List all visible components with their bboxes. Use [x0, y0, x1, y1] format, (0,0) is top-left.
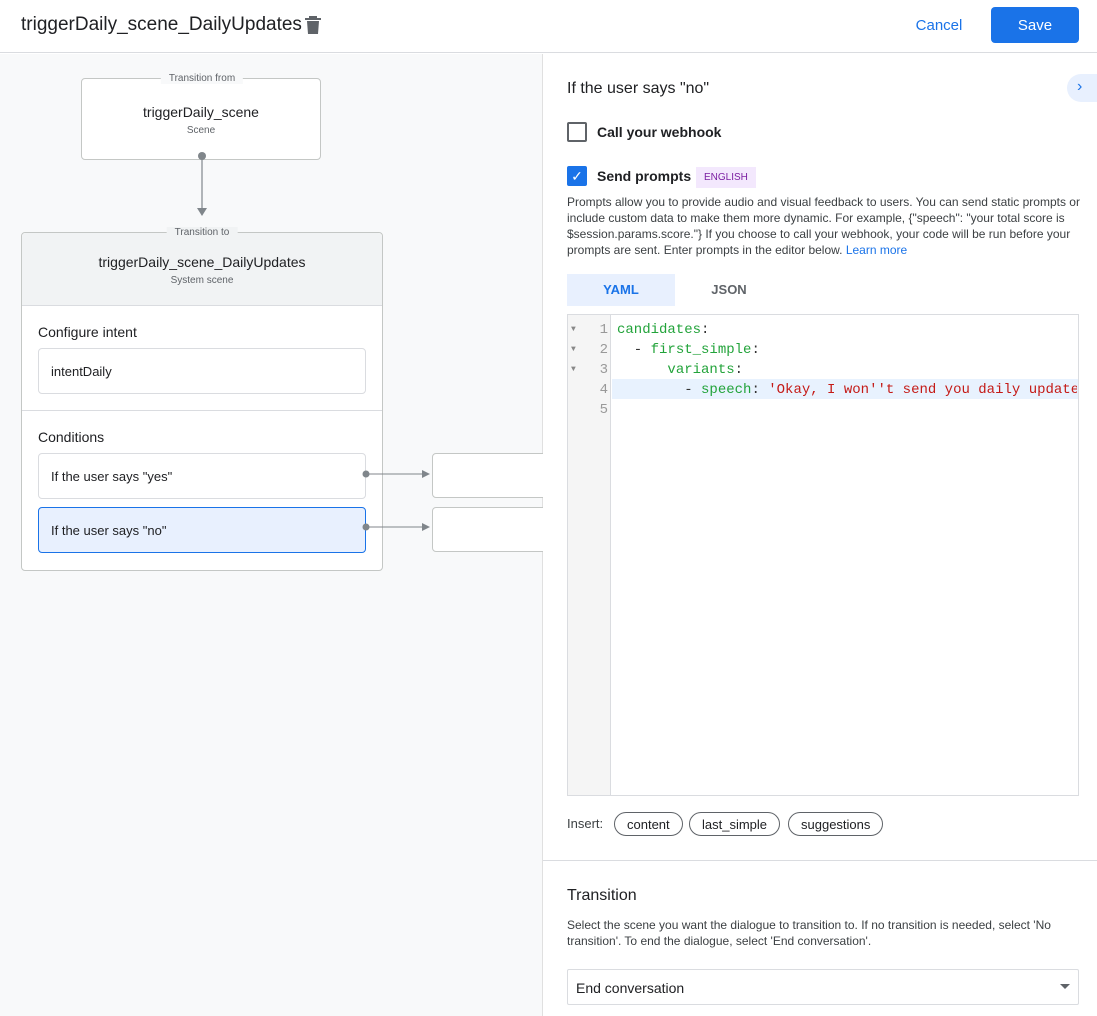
- insert-chip-last-simple[interactable]: last_simple: [689, 812, 781, 836]
- collapse-panel-chevron-icon[interactable]: ›: [1067, 74, 1097, 102]
- transition-select[interactable]: End conversation: [567, 969, 1079, 1005]
- cancel-button[interactable]: Cancel: [904, 8, 974, 42]
- send-prompts-label: Send prompts: [597, 168, 692, 184]
- transition-to-card: Transition to triggerDaily_scene_DailyUp…: [21, 227, 383, 571]
- editor-gutter: [568, 315, 611, 795]
- language-badge: ENGLISH: [696, 167, 756, 188]
- transition-arrow: [197, 152, 207, 216]
- transition-from-legend: Transition from: [160, 73, 244, 84]
- condition-no[interactable]: If the user says "no": [38, 507, 366, 553]
- intent-item[interactable]: intentDaily: [38, 348, 366, 394]
- top-bar: triggerDaily_scene_DailyUpdates Cancel S…: [0, 0, 1097, 53]
- save-button[interactable]: Save: [991, 7, 1079, 43]
- dropdown-arrow-icon: [1060, 984, 1070, 989]
- page-title: triggerDaily_scene_DailyUpdates: [21, 14, 302, 35]
- tab-yaml[interactable]: YAML: [567, 274, 675, 306]
- condition-connectors: [362, 470, 430, 531]
- learn-more-link[interactable]: Learn more: [845, 243, 908, 257]
- condition-yes[interactable]: If the user says "yes": [38, 453, 366, 499]
- configure-intent-heading: Configure intent: [38, 324, 137, 340]
- detail-panel: If the user says "no" › Call your webhoo…: [543, 54, 1097, 1016]
- to-scene-name: triggerDaily_scene_DailyUpdates: [98, 254, 306, 270]
- line-number: ▼1: [571, 322, 608, 338]
- line-number: 4: [599, 382, 608, 398]
- yes-target-node[interactable]: [432, 453, 552, 498]
- code-line: candidates:: [617, 322, 710, 338]
- no-target-node[interactable]: [432, 507, 552, 552]
- insert-chip-content[interactable]: content: [614, 812, 683, 836]
- line-number: ▼2: [571, 342, 608, 358]
- delete-icon[interactable]: [304, 15, 322, 35]
- tab-json[interactable]: JSON: [711, 282, 747, 297]
- from-scene-type: Scene: [186, 125, 216, 136]
- code-editor[interactable]: ▼1 ▼2 ▼3 4 5 candidates: - first_simple: var…: [567, 314, 1079, 796]
- send-prompts-checkbox[interactable]: ✓: [567, 166, 587, 186]
- webhook-label: Call your webhook: [597, 124, 722, 140]
- code-line: - speech: 'Okay, I won''t send you daily…: [617, 382, 1077, 398]
- insert-chip-suggestions[interactable]: suggestions: [788, 812, 884, 836]
- code-line: [617, 400, 1077, 420]
- webhook-checkbox[interactable]: [567, 122, 587, 142]
- panel-heading: If the user says "no": [567, 80, 710, 97]
- line-number: 5: [599, 402, 608, 418]
- transition-to-legend: Transition to: [166, 227, 238, 238]
- scene-graph-canvas: Transition from triggerDaily_scene Scene…: [0, 54, 552, 1016]
- to-scene-type: System scene: [170, 275, 234, 286]
- transition-description: Select the scene you want the dialogue t…: [567, 918, 1051, 948]
- insert-label: Insert:: [567, 816, 604, 831]
- from-scene-name: triggerDaily_scene: [143, 104, 259, 120]
- code-line: - first_simple:: [617, 342, 760, 358]
- transition-heading: Transition: [567, 887, 637, 904]
- line-number: ▼3: [571, 362, 608, 378]
- code-line: variants:: [667, 362, 744, 378]
- prompts-description: Prompts allow you to provide audio and v…: [567, 195, 1080, 257]
- conditions-heading: Conditions: [38, 429, 105, 445]
- transition-from-card[interactable]: Transition from triggerDaily_scene Scene: [81, 73, 321, 160]
- transition-select-value: End conversation: [576, 980, 685, 996]
